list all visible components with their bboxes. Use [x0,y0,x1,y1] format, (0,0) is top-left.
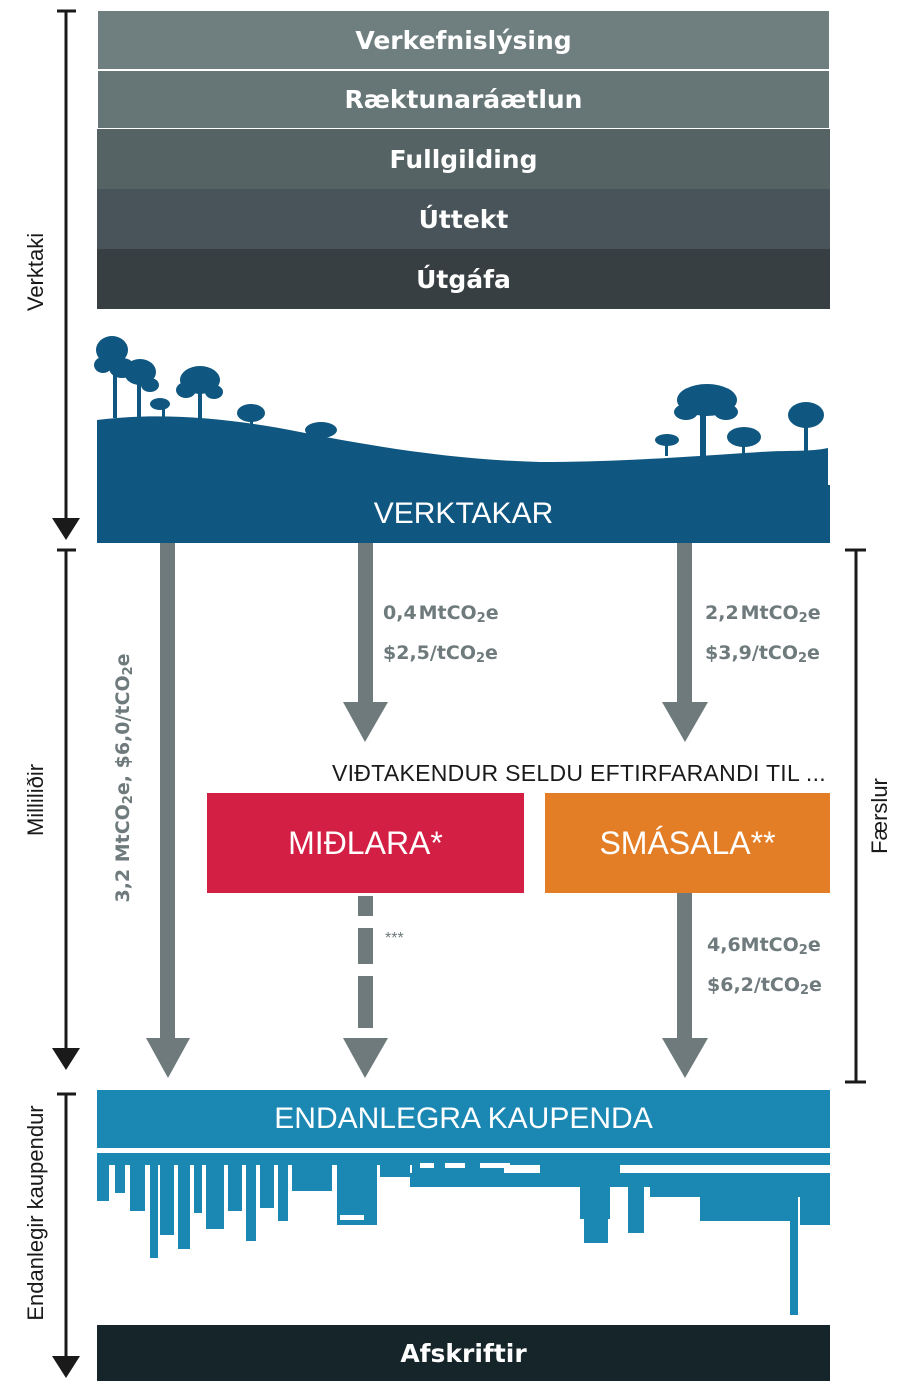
end-buyers-box: ENDANLEGRA KAUPENDA [97,1090,830,1148]
recipients-heading: VIÐTAKENDUR SELDU EFTIRFARANDI TIL ... [331,760,826,786]
broker-dashed-segment [358,928,373,964]
retailer-flow-volume: 2,2 MtCO2e [705,602,821,626]
direct-flow-arrow [160,543,175,1038]
broker-box: MIÐLARA* [207,793,524,893]
transactions-bracket [845,548,866,1084]
stage-project-description: Verkefnislýsing [97,10,830,70]
retailer-to-end-price: $6,2/tCO2e [707,974,822,998]
broker-to-end-note: *** [385,930,404,947]
tree-icon [94,336,824,458]
developer-phase-arrow [57,9,76,520]
retailer-flow-arrow [677,543,692,705]
arrowhead-icon [52,1048,80,1070]
stage-validation: Fullgilding [97,129,830,189]
broker-flow-volume: 0,4 MtCO2e [383,602,499,626]
retirements-box: Afskriftir [97,1325,830,1381]
retailer-flow-price: $3,9/tCO2e [705,642,820,666]
arrowhead-icon [343,1038,388,1078]
arrowhead-icon [52,518,80,540]
retailer-to-end-volume: 4,6MtCO2e [707,934,821,958]
broker-flow-label: 0,4 MtCO2e $2,5/tCO2e [383,596,499,676]
retailer-box: SMÁSALA** [545,793,830,893]
contractors-box: VERKTAKAR [97,485,830,543]
broker-dashed-segment [358,976,373,1028]
broker-flow-arrow [358,543,373,705]
retailer-to-end-arrow [677,893,692,1038]
stage-verification: Úttekt [97,189,830,249]
end-buyer-phase-arrow [57,1092,76,1358]
stage-issuance: Útgáfa [97,249,830,309]
retailer-to-end-flow-label: 4,6MtCO2e $6,2/tCO2e [707,928,822,1008]
arrowhead-icon [52,1356,80,1378]
arrowhead-icon [146,1038,190,1078]
broker-flow-price: $2,5/tCO2e [383,642,498,666]
arrowhead-icon [662,1038,708,1078]
skyline-illustration [97,1153,830,1315]
retailer-flow-label: 2,2 MtCO2e $3,9/tCO2e [705,596,821,676]
arrowhead-icon [343,702,388,742]
intermediary-phase-arrow [57,548,76,1050]
arrowhead-icon [662,702,708,742]
broker-dashed-segment [358,896,373,916]
stage-cultivation-plan: Ræktunaráætlun [97,70,830,129]
